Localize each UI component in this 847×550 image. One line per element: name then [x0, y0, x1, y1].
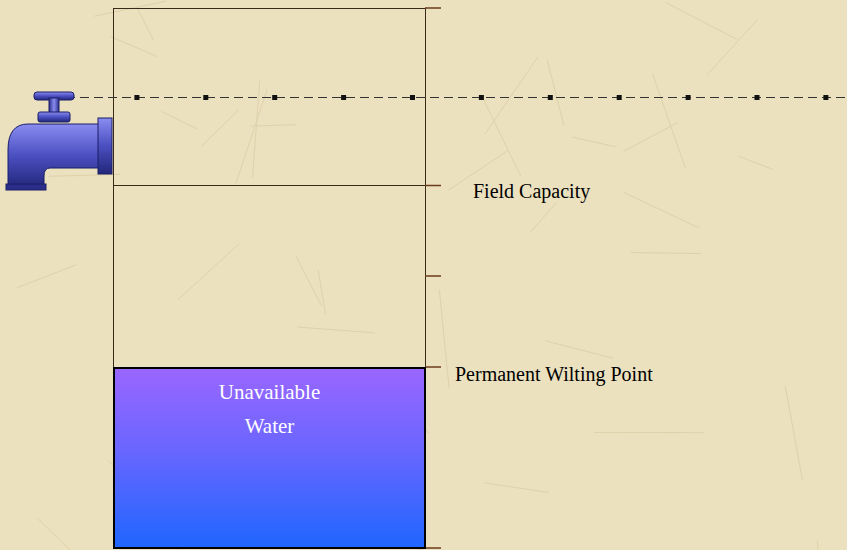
soil-column	[114, 9, 426, 549]
water-level-line	[38, 97, 847, 98]
field-capacity-label: Field Capacity	[473, 179, 590, 203]
wilting-point-label: Permanent Wilting Point	[455, 362, 653, 386]
water-level-markers	[66, 95, 829, 100]
field-capacity-line	[113, 185, 426, 186]
unavailable-water-box: Unavailable Water	[113, 367, 426, 549]
paper-texture	[17, 1, 821, 550]
scale-ticks	[425, 8, 441, 548]
faucet-icon	[6, 92, 112, 190]
box-label: Unavailable Water	[205, 369, 335, 443]
